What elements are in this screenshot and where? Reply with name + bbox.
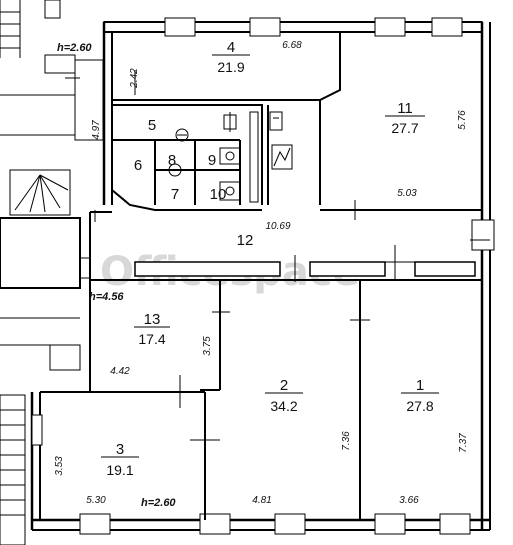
ceiling-height-bottom: h=2.60 [141,497,176,509]
dim-7-37: 7.37 [458,433,469,453]
room-number-4: 4 [227,39,235,56]
room-number-12: 12 [237,232,254,249]
room-labels: 4 21.9 11 27.7 5 6 8 9 7 10 12 13 17.4 2… [101,39,439,478]
sanitary-fixtures [168,111,293,203]
dim-4-97: 4.97 [91,120,102,140]
dim-5-30: 5.30 [86,495,106,506]
dim-5-03: 5.03 [397,188,417,199]
room-number-11: 11 [397,100,413,117]
dim-4-81: 4.81 [252,495,271,506]
room-number-3: 3 [116,441,124,458]
dimension-labels: 6.68 2.42 4.97 5.76 5.03 10.69 3.75 4.42… [54,40,469,506]
dim-5-76: 5.76 [457,110,468,130]
dim-3-66: 3.66 [399,495,419,506]
ceiling-height-middle: h=4.56 [89,291,124,303]
dim-10-69: 10.69 [265,221,290,232]
dim-4-42: 4.42 [110,366,130,377]
ceiling-height-top: h=2.60 [57,42,92,54]
room-area-2: 34.2 [270,398,297,414]
room-number-8: 8 [168,152,176,169]
room-number-10: 10 [210,186,227,203]
room-area-11: 27.7 [391,120,418,136]
dim-7-36: 7.36 [341,431,352,451]
room-number-13: 13 [144,311,161,328]
room-area-4: 21.9 [217,59,244,75]
dim-6-68: 6.68 [282,40,302,51]
door-marks [65,70,490,441]
dim-3-75: 3.75 [202,336,213,356]
windows [31,17,495,535]
room-area-13: 17.4 [138,331,165,347]
dim-2-42: 2.42 [129,68,140,89]
room-number-6: 6 [134,157,142,174]
room-number-1: 1 [416,377,424,394]
interior-walls [40,32,482,520]
room-number-2: 2 [280,377,288,394]
ceiling-heights: h=2.60 h=4.56 h=2.60 [57,42,176,509]
room-area-1: 27.8 [406,398,433,414]
stairwell [0,0,104,545]
room-area-3: 19.1 [106,462,133,478]
room-number-9: 9 [208,152,216,169]
room-number-5: 5 [148,117,156,134]
dim-3-53: 3.53 [54,456,65,476]
room-number-7: 7 [171,186,179,203]
